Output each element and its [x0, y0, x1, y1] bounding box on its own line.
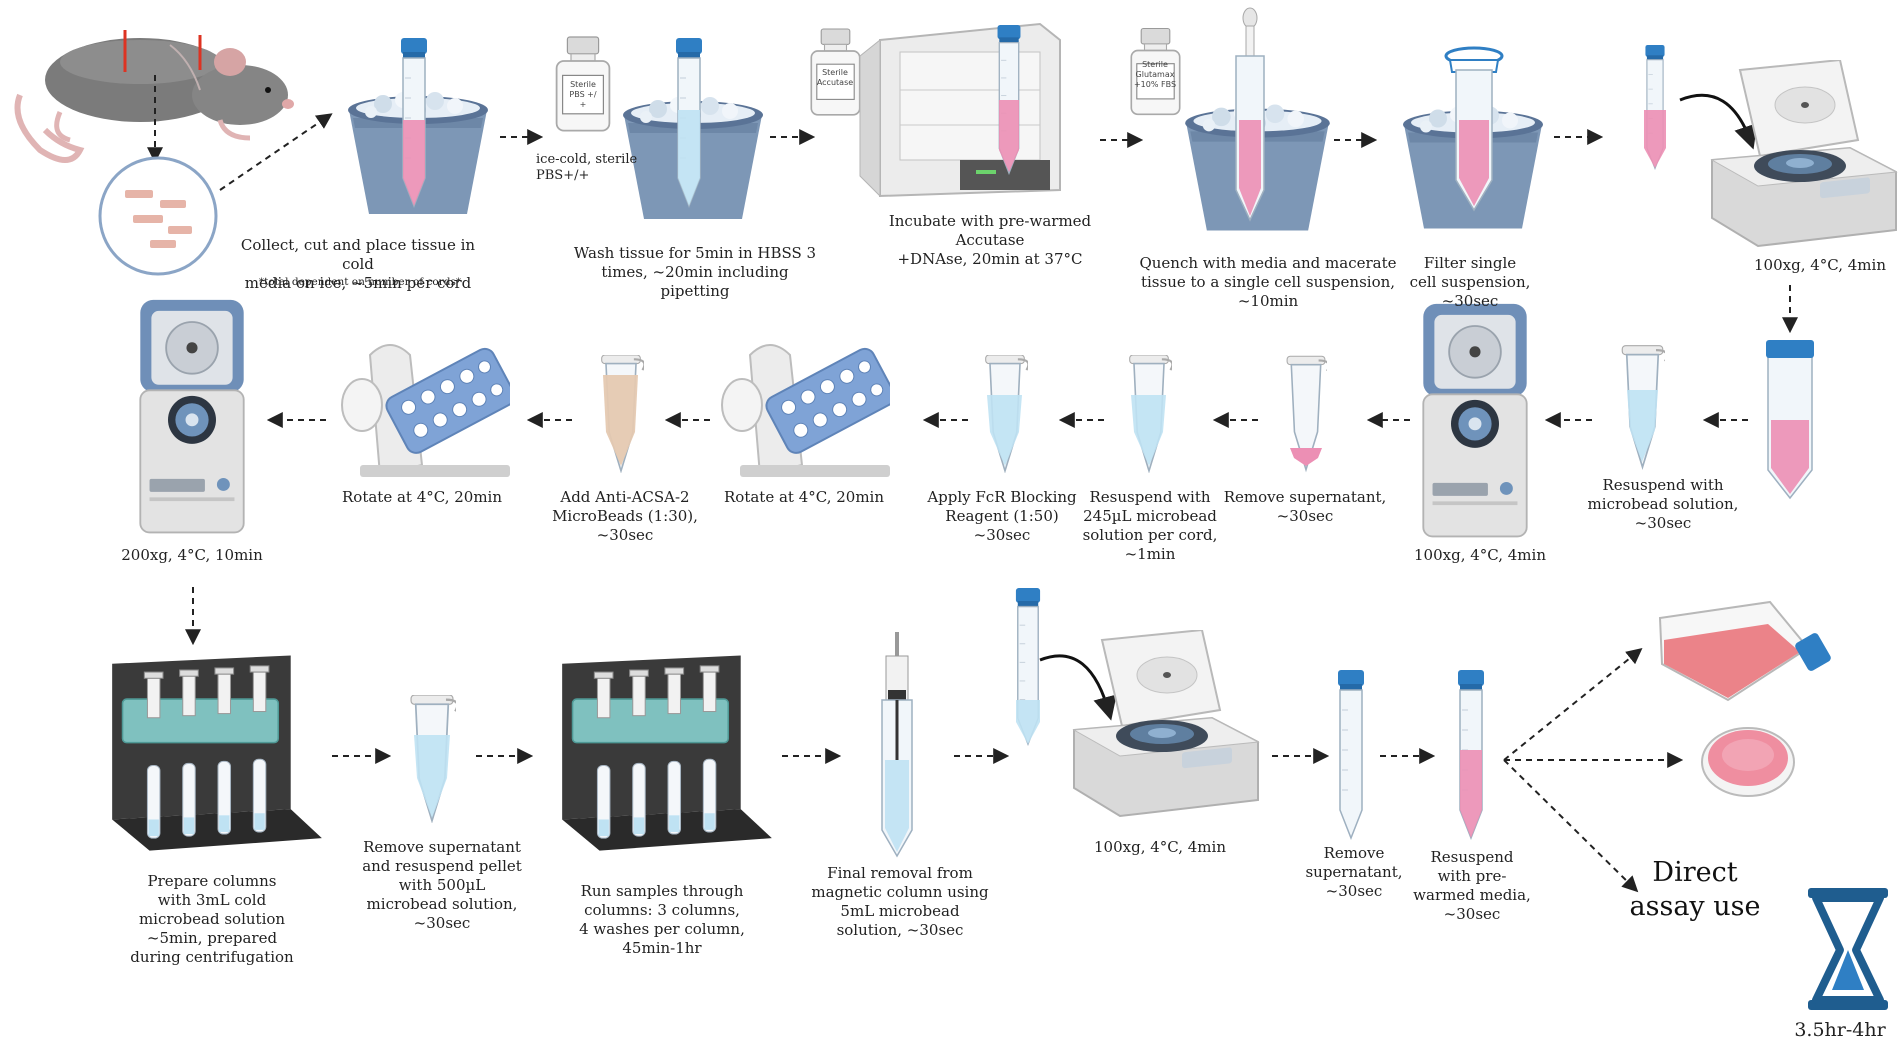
step-10-label: Resuspend with 245µL microbead solution …	[1082, 488, 1218, 563]
step-5-label: Filter single cell suspension, ~30sec	[1409, 254, 1531, 310]
microtube-icon	[1286, 355, 1327, 471]
centrifuge-icon	[1711, 60, 1897, 247]
conical-tube-icon	[1644, 45, 1666, 170]
microtube-icon	[984, 355, 1028, 473]
reagent-bottle-icon: Sterile Glutamax +10% FBS	[1130, 27, 1181, 116]
step-13-label: Add Anti-ACSA-2 MicroBeads (1:30), ~30se…	[552, 488, 698, 544]
centrifuge-icon	[1422, 302, 1528, 538]
step-9-label: Remove supernatant, ~30sec	[1223, 488, 1387, 525]
step-4-label: Quench with media and macerate tissue to…	[1139, 254, 1397, 310]
conical-tube-icon	[1235, 55, 1265, 222]
step-1-label: Collect, cut and place tissue in cold me…	[240, 236, 476, 292]
accutase-bottle-text-1: Sterile	[822, 68, 848, 77]
conical-tube-icon	[996, 25, 1022, 174]
tissue-dish-icon	[98, 156, 218, 276]
centrifuge-icon	[1073, 630, 1259, 817]
step-20-label: 100xg, 4°C, 4min	[1094, 838, 1226, 856]
pipette-icon	[1242, 7, 1258, 57]
step-17-label: Remove supernatant and resuspend pellet …	[362, 838, 522, 932]
step-6-label: 100xg, 4°C, 4min	[1754, 256, 1886, 274]
step-14-label: Rotate at 4°C, 20min	[342, 488, 502, 506]
magnetic-separator-icon	[111, 654, 323, 852]
magnetic-separator-icon	[561, 654, 773, 852]
conical-tube-icon	[1337, 670, 1365, 839]
reagent-bottle-icon: Sterile Accutase	[810, 28, 861, 116]
incubator-icon	[859, 22, 1061, 198]
microtube-icon	[1128, 355, 1172, 473]
pbs-bottle-text-1: Sterile	[570, 80, 596, 89]
petri-dish-icon	[1701, 727, 1795, 797]
conical-tube-icon	[1766, 340, 1814, 500]
pbs-bottle-text-3: +	[580, 100, 587, 109]
pbs-bottle-text-2: PBS +/	[569, 90, 596, 99]
microtube-icon	[600, 355, 644, 473]
tube-rotator-icon	[341, 344, 510, 478]
step-2-label: Wash tissue for 5min in HBSS 3 times, ~2…	[573, 244, 817, 300]
step-12-label: Rotate at 4°C, 20min	[724, 488, 884, 506]
step-7-label: Resuspend with microbead solution, ~30se…	[1587, 476, 1739, 532]
cell-strainer-icon	[1444, 46, 1504, 73]
conical-tube-icon	[400, 38, 428, 207]
step-11-label: Apply FcR Blocking Reagent (1:50) ~30sec	[927, 488, 1077, 544]
glutamax-bottle-text-2: Glutamax	[1136, 70, 1175, 79]
conical-tube-icon	[1015, 588, 1041, 745]
conical-tube-icon	[675, 38, 703, 207]
conical-tube-icon	[1457, 670, 1485, 839]
step-3-label: Incubate with pre-warmed Accutase +DNAse…	[888, 212, 1092, 268]
step-2-bottle-label: ice-cold, sterile PBS+/+	[536, 152, 638, 183]
microtube-icon	[1621, 345, 1665, 469]
step-19-label: Final removal from magnetic column using…	[811, 864, 989, 939]
step-22-label: Resuspend with pre- warmed media, ~30sec	[1413, 848, 1531, 923]
culture-flask-icon	[1658, 600, 1831, 702]
syringe-icon	[881, 632, 913, 858]
direct-assay-label: Direct assay use	[1629, 857, 1761, 922]
mouse-icon	[14, 30, 294, 163]
microtube-icon	[409, 695, 456, 822]
tube-rotator-icon	[721, 344, 890, 478]
step-21-label: Remove supernatant, ~30sec	[1305, 844, 1403, 900]
glutamax-bottle-text-1: Sterile	[1142, 60, 1168, 69]
step-16-label: Prepare columns with 3mL cold microbead …	[130, 872, 294, 966]
centrifuge-icon	[139, 298, 245, 534]
reagent-bottle-icon: Sterile PBS +/ +	[555, 35, 611, 132]
step-8-label: 100xg, 4°C, 4min	[1414, 546, 1546, 564]
glutamax-bottle-text-3: +10% FBS	[1134, 80, 1176, 89]
hourglass-icon	[1808, 888, 1888, 1010]
step-18-label: Run samples through columns: 3 columns, …	[579, 882, 745, 957]
step-1-note: *total dependent on number of cords*	[258, 276, 462, 288]
step-15-label: 200xg, 4°C, 10min	[121, 546, 263, 564]
total-time-label: 3.5hr-4hr	[1794, 1019, 1886, 1041]
accutase-bottle-text-2: Accutase	[817, 78, 853, 87]
conical-tube-icon	[1455, 69, 1493, 212]
